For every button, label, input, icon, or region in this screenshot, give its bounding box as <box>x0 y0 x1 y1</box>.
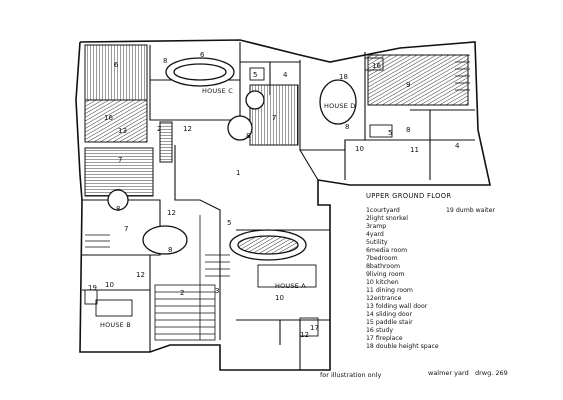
room-label: 6 <box>114 61 119 69</box>
legend-item: 16 study <box>366 327 394 334</box>
legend-item: 3ramp <box>366 223 387 230</box>
drawing-number: drwg. 269 <box>475 369 508 377</box>
stairs <box>85 54 470 341</box>
room-label: 7 <box>272 114 277 122</box>
room-label: 8 <box>116 205 121 213</box>
room-label: 3 <box>215 287 220 295</box>
room-label: 7 <box>124 225 129 233</box>
room-label: 8 <box>345 123 350 131</box>
legend-item: 11 dining room <box>366 287 413 294</box>
legend-item: 14 sliding door <box>366 311 413 318</box>
room-label: 18 <box>339 73 348 81</box>
room-label: 8 <box>163 57 168 65</box>
legend-item: 5utility <box>366 239 388 246</box>
legend-item: 9living room <box>366 271 405 278</box>
room-label: 10 <box>105 281 114 289</box>
project-name: walmer yard <box>428 369 469 377</box>
legend-item: 10 kitchen <box>366 279 399 286</box>
furniture <box>84 57 393 337</box>
legend-title: UPPER GROUND FLOOR <box>366 192 452 200</box>
room-label: 2 <box>157 125 162 133</box>
legend-item: 17 fireplace <box>366 335 403 342</box>
room-label: 12 <box>167 209 176 217</box>
room-label: 8 <box>168 246 173 254</box>
legend-item: 15 paddle stair <box>366 319 413 326</box>
room-label: 8 <box>246 132 251 140</box>
room-label: 6 <box>200 51 205 59</box>
legend-item: 2light snorkel <box>366 215 408 222</box>
house-c-label: HOUSE C <box>202 87 233 95</box>
room-label: 12 <box>300 331 309 339</box>
room-label: 5 <box>388 129 393 137</box>
house-b-label: HOUSE B <box>100 321 131 329</box>
legend-item: 4yard <box>366 231 384 238</box>
room-label: 8 <box>406 126 411 134</box>
house-d-label: HOUSE D <box>324 102 356 110</box>
bathroom-pods <box>107 57 357 261</box>
legend-item: 19 dumb waiter <box>446 207 495 214</box>
house-a-label: HOUSE A <box>275 282 306 290</box>
room-label: 12 <box>183 125 192 133</box>
room-label: 4 <box>283 71 288 79</box>
legend-item: 8bathroom <box>366 263 401 270</box>
legend-item: 13 folding wall door <box>366 303 428 310</box>
room-label: 16 <box>372 62 381 70</box>
hatched-rooms <box>84 44 469 197</box>
legend-item: 1courtyard <box>366 207 400 214</box>
room-label: 5 <box>253 71 258 79</box>
room-label-courtyard: 1 <box>236 169 241 177</box>
room-label: 4 <box>455 142 460 150</box>
room-label: 13 <box>118 127 127 135</box>
room-label: 7 <box>118 156 123 164</box>
room-label: 10 <box>275 294 284 302</box>
legend-item: 18 double height space <box>366 343 439 350</box>
footer-note: for illustration only <box>320 371 382 379</box>
room-label: 2 <box>180 289 185 297</box>
room-label: 17 <box>310 324 319 332</box>
room-label: 19 <box>88 284 97 292</box>
room-label: 12 <box>136 271 145 279</box>
room-label: 5 <box>227 219 232 227</box>
room-label: 16 <box>104 114 113 122</box>
legend-item: 6media room <box>366 247 408 254</box>
room-label: 10 <box>355 145 364 153</box>
room-label: 11 <box>410 146 419 154</box>
legend-item: 7bedroom <box>366 255 398 262</box>
room-label: 9 <box>406 81 411 89</box>
legend-item: 12entrance <box>366 295 402 302</box>
